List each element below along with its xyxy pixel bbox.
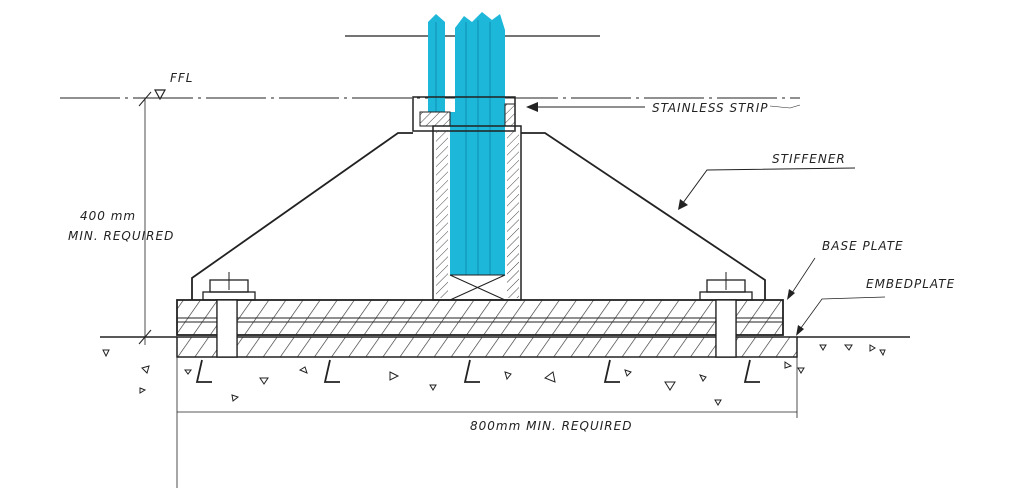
stainless-strip-label: STAINLESS STRIP — [652, 101, 769, 115]
stiffener-label: STIFFENER — [772, 152, 846, 166]
embed-plate — [176, 336, 798, 358]
ffl-label: FFL — [170, 71, 194, 85]
stainless-strip — [412, 96, 516, 132]
width-dimension-label: 800mm MIN. REQUIRED — [470, 419, 632, 433]
left-stiffener — [191, 132, 413, 300]
right-stiffener — [521, 132, 766, 300]
concrete-aggregate — [102, 344, 886, 406]
stiffener-leader — [679, 167, 856, 208]
embed-plate-leader — [797, 296, 886, 333]
height-note: MIN. REQUIRED — [68, 229, 174, 243]
base-plate-label: BASE PLATE — [822, 239, 904, 253]
embed-plate-label: EMBEDPLATE — [866, 277, 955, 291]
ffl-marker-icon — [153, 89, 167, 101]
base-plate-leader — [789, 257, 816, 297]
height-value: 400 mm — [80, 209, 136, 223]
anchor-bars — [195, 359, 760, 383]
